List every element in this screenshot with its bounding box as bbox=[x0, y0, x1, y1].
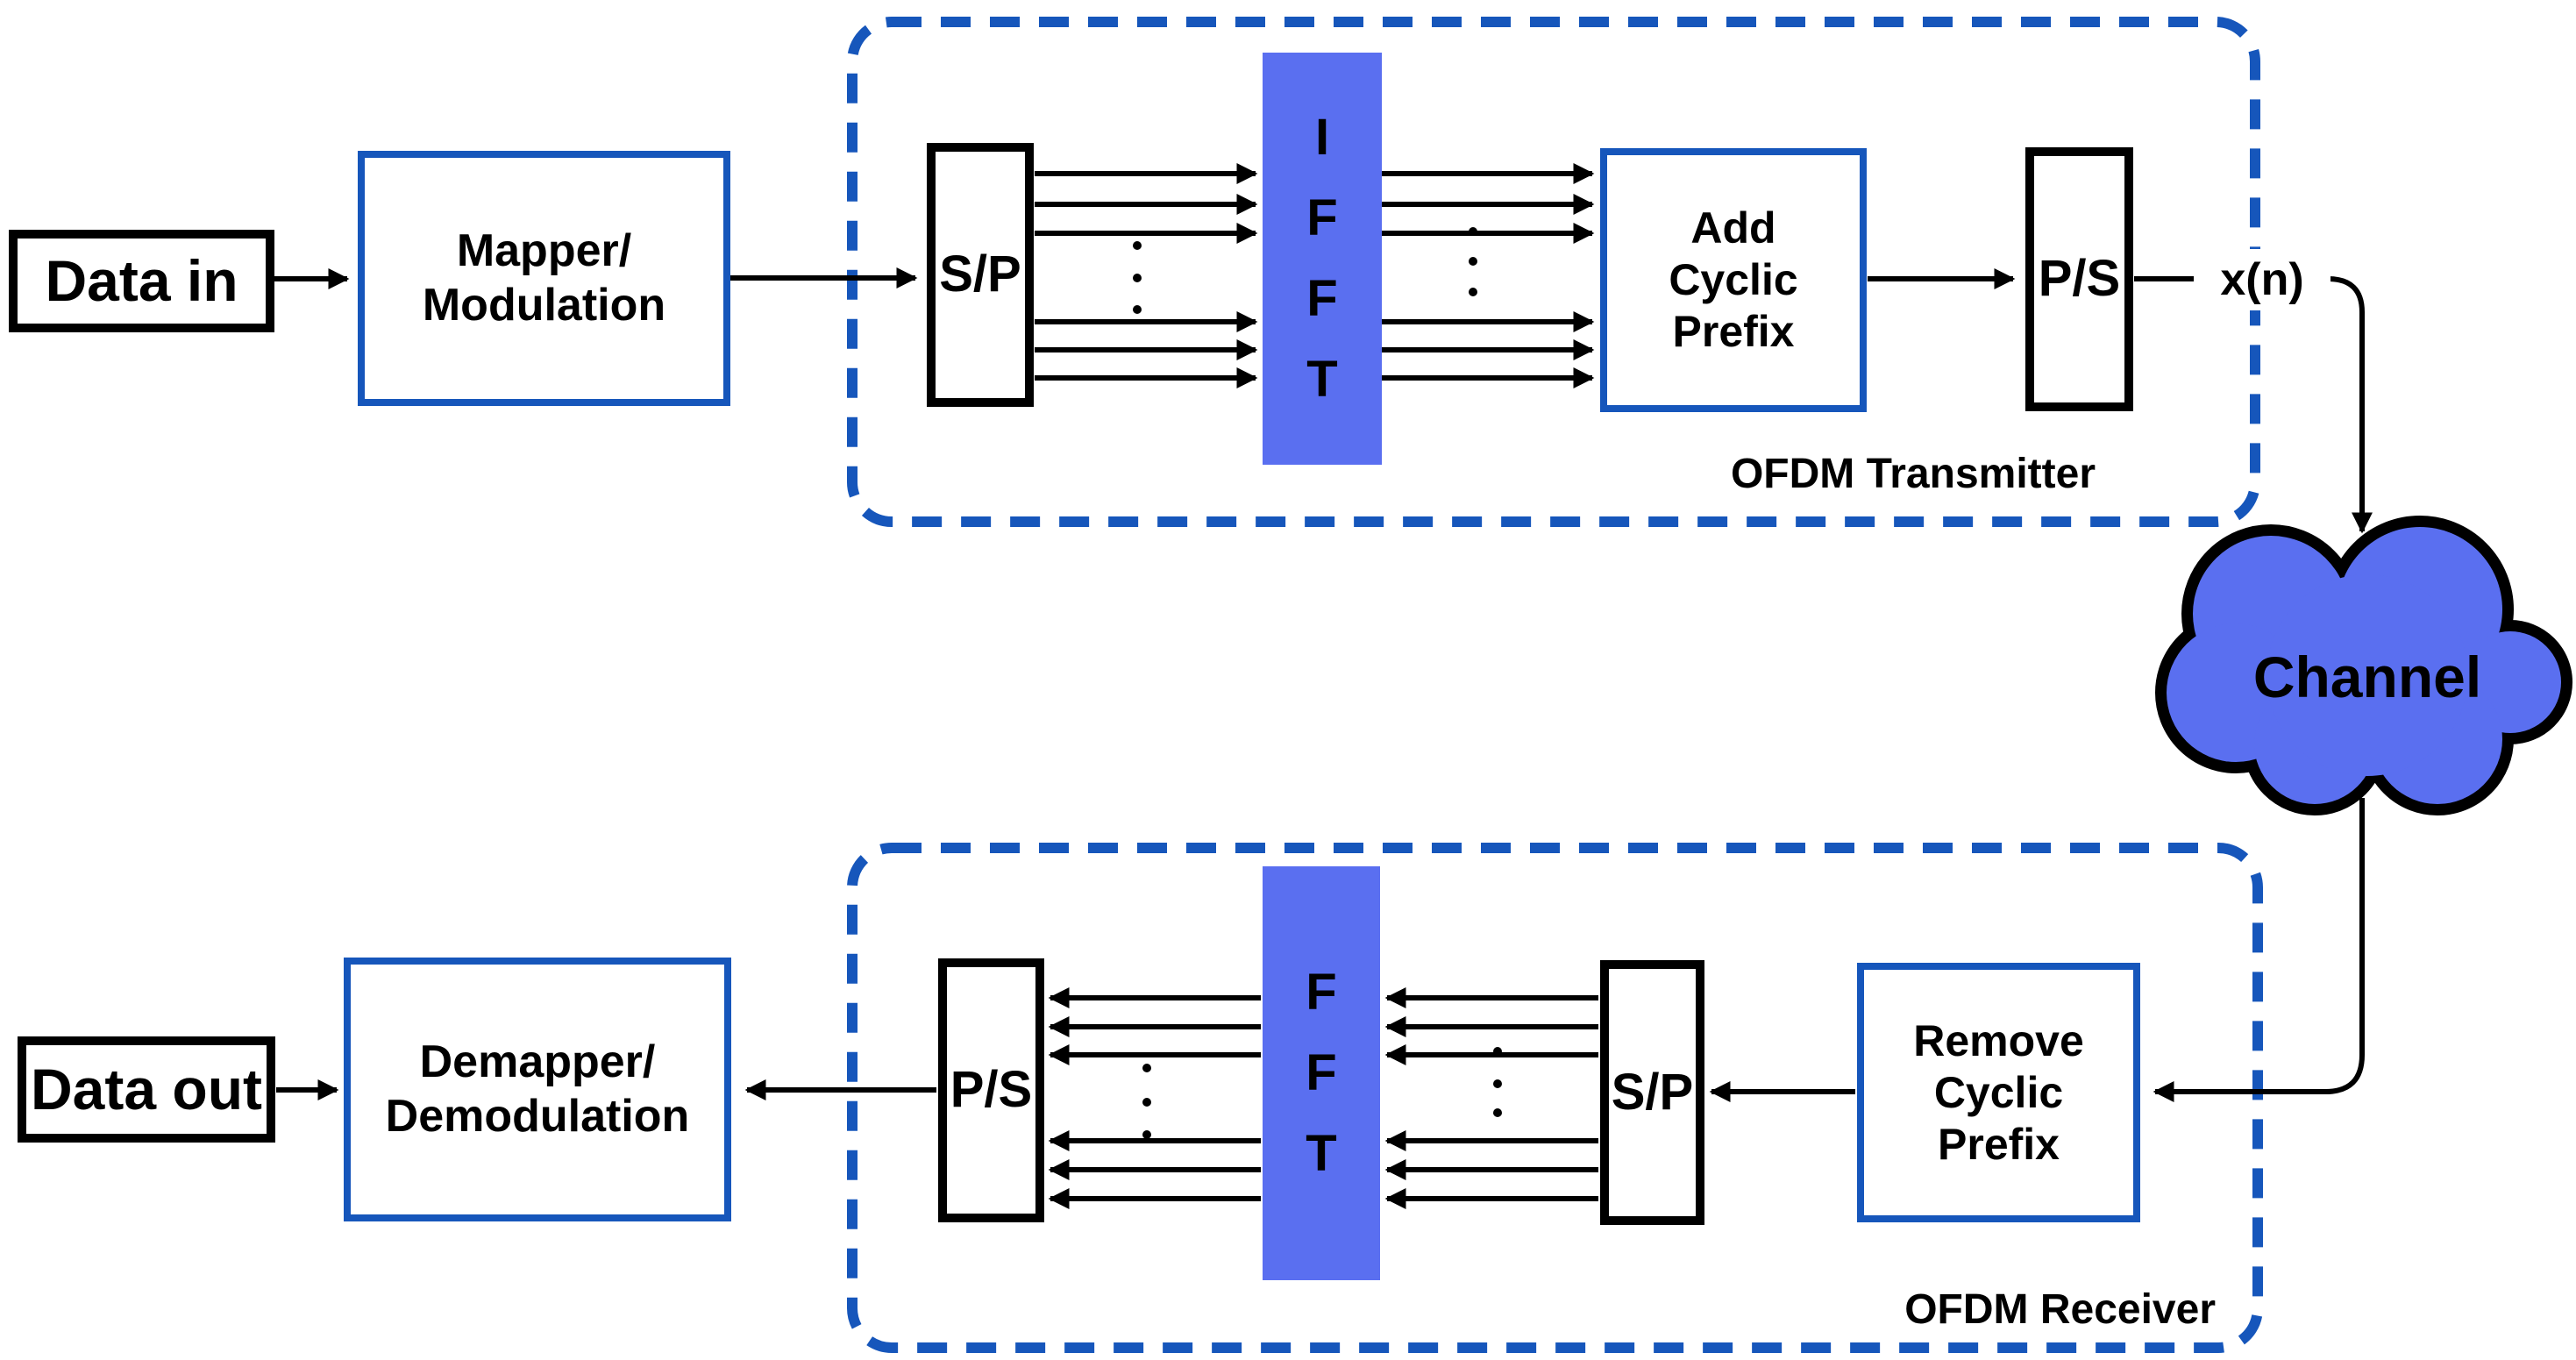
demapper-line1: Demapper/ bbox=[419, 1036, 656, 1088]
rx-serial-to-parallel-block: S/P bbox=[1600, 960, 1704, 1225]
ifft-letter-t: T bbox=[1306, 351, 1338, 408]
tx-ps-label: P/S bbox=[2038, 250, 2121, 308]
mapper-line1: Mapper/ bbox=[456, 225, 632, 277]
addcp-line3: Prefix bbox=[1672, 307, 1795, 356]
addcp-line1: Add bbox=[1690, 203, 1776, 253]
rx-sp-label: S/P bbox=[1611, 1063, 1694, 1121]
rx-fft-to-ps-arrows bbox=[1048, 987, 1261, 1209]
channel-cloud bbox=[2155, 516, 2572, 815]
fft-letter-t: T bbox=[1306, 1125, 1337, 1182]
add-cyclic-prefix-block: Add Cyclic Prefix bbox=[1600, 148, 1867, 412]
tx-sp-to-ifft-arrows bbox=[1035, 163, 1258, 388]
remove-cyclic-prefix-block: Remove Cyclic Prefix bbox=[1857, 963, 2140, 1222]
fft-letter-f2: F bbox=[1306, 1044, 1337, 1101]
xn-signal-label: x(n) bbox=[2194, 249, 2330, 310]
fft-letter-f1: F bbox=[1306, 964, 1337, 1021]
rx-ps-label: P/S bbox=[950, 1061, 1033, 1119]
tx-ifft-to-addcp-arrows bbox=[1382, 163, 1595, 388]
tx-serial-to-parallel-block: S/P bbox=[927, 143, 1034, 407]
removecp-line3: Prefix bbox=[1938, 1119, 2060, 1169]
tx-sp-label: S/P bbox=[939, 246, 1021, 303]
demapper-demodulation-block: Demapper/ Demodulation bbox=[344, 958, 731, 1221]
removecp-line1: Remove bbox=[1913, 1015, 2084, 1065]
data-in-block: Data in bbox=[9, 230, 274, 332]
tx-parallel-to-serial-block: P/S bbox=[2025, 147, 2133, 411]
data-in-label: Data in bbox=[45, 247, 238, 313]
tx-ellipsis-dots bbox=[1133, 227, 1477, 314]
removecp-line2: Cyclic bbox=[1933, 1067, 2064, 1117]
ifft-letter-f1: F bbox=[1306, 189, 1338, 246]
addcp-line2: Cyclic bbox=[1669, 255, 1798, 304]
data-out-label: Data out bbox=[31, 1056, 262, 1121]
arrow-xn-to-channel bbox=[2327, 276, 2373, 534]
data-out-block: Data out bbox=[18, 1036, 275, 1143]
mapper-modulation-block: Mapper/ Modulation bbox=[358, 151, 730, 406]
ifft-letter-i: I bbox=[1314, 109, 1330, 166]
arrow-channel-to-removecp bbox=[2153, 798, 2365, 1102]
fft-block: F F T bbox=[1263, 866, 1380, 1280]
channel-label: Channel bbox=[2252, 644, 2482, 709]
demapper-line2: Demodulation bbox=[385, 1090, 690, 1142]
mapper-line2: Modulation bbox=[422, 279, 666, 331]
ifft-letter-f2: F bbox=[1306, 270, 1338, 327]
rx-sp-to-fft-arrows bbox=[1384, 987, 1598, 1209]
rx-main-arrows bbox=[276, 1079, 1855, 1102]
transmitter-container-label: OFDM Transmitter bbox=[1730, 451, 2096, 497]
tx-main-arrows bbox=[274, 267, 2195, 289]
ifft-block: I F F T bbox=[1263, 53, 1382, 465]
receiver-container-label: OFDM Receiver bbox=[1904, 1286, 2216, 1333]
rx-parallel-to-serial-block: P/S bbox=[938, 958, 1044, 1222]
receiver-dashed-container bbox=[847, 843, 2263, 1353]
